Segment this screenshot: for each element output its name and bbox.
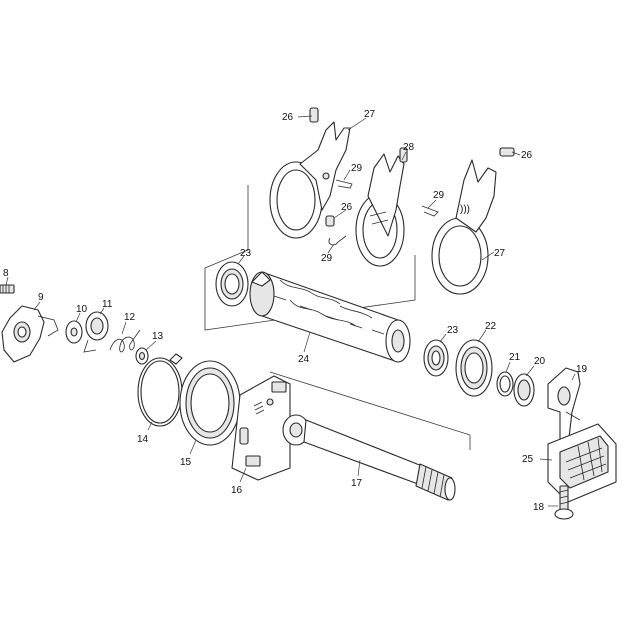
callout-29-top: 29 [351, 163, 363, 174]
callout-23-right: 23 [447, 325, 459, 336]
callout-22: 22 [485, 321, 497, 332]
part-14-circlip [137, 353, 183, 427]
callout-29-lower: 29 [321, 253, 333, 264]
part-8-bolt [0, 284, 15, 294]
callout-12: 12 [124, 312, 136, 323]
callout-8: 8 [3, 268, 9, 279]
callout-20: 20 [534, 356, 546, 367]
part-18-bolt [554, 485, 574, 520]
callout-26-top-left: 26 [282, 112, 294, 123]
part-28-shift-fork-middle [355, 147, 408, 267]
callout-23-top: 23 [240, 248, 252, 259]
part-21-oring [496, 371, 514, 397]
callout-labels: 26 27 29 28 26 29 26 29 27 23 8 9 10 11 … [3, 109, 588, 513]
callout-21: 21 [509, 352, 521, 363]
part-27-shift-fork-left [269, 107, 351, 239]
part-17-shift-shaft [282, 414, 456, 501]
part-27-shift-fork-right: ))) [431, 147, 515, 295]
callout-9: 9 [38, 292, 44, 303]
bracket-shift-shaft [269, 371, 471, 450]
callout-17: 17 [351, 478, 363, 489]
part-9-index-plate [1, 305, 59, 363]
callout-27-right: 27 [494, 248, 506, 259]
part-24-shift-drum [249, 271, 411, 363]
callout-26-right: 26 [521, 150, 533, 161]
part-16-bracket [231, 375, 291, 481]
callout-26-middle: 26 [341, 202, 353, 213]
bracket-shift-forks [204, 185, 416, 331]
part-15-seal [179, 360, 241, 446]
part-10-washer [65, 320, 83, 344]
part-29-clips [328, 179, 439, 246]
callout-15: 15 [180, 457, 192, 468]
leader-lines [5, 115, 576, 507]
callout-10: 10 [76, 304, 88, 315]
callout-11: 11 [102, 299, 113, 310]
callout-28: 28 [403, 142, 415, 153]
callout-27-top: 27 [364, 109, 376, 120]
callout-29-right: 29 [433, 190, 445, 201]
part-20-bushing [513, 373, 535, 407]
part-12-spring [109, 329, 141, 353]
part-11-ring [83, 311, 109, 353]
callout-14: 14 [137, 434, 149, 445]
callout-13: 13 [152, 331, 164, 342]
svg-text:))): ))) [460, 204, 470, 215]
callout-16: 16 [231, 485, 243, 496]
part-25-footrest [547, 423, 617, 503]
callout-19: 19 [576, 364, 588, 375]
part-22-seal [455, 339, 493, 397]
callout-25: 25 [522, 454, 534, 465]
callout-18: 18 [533, 502, 545, 513]
part-19-lever [547, 367, 581, 449]
callout-24: 24 [298, 354, 310, 365]
part-23-bearing-right [423, 339, 449, 377]
part-26-pin-middle [325, 215, 335, 227]
part-23-bearing-left [215, 261, 249, 307]
part-13-washer [135, 347, 149, 365]
